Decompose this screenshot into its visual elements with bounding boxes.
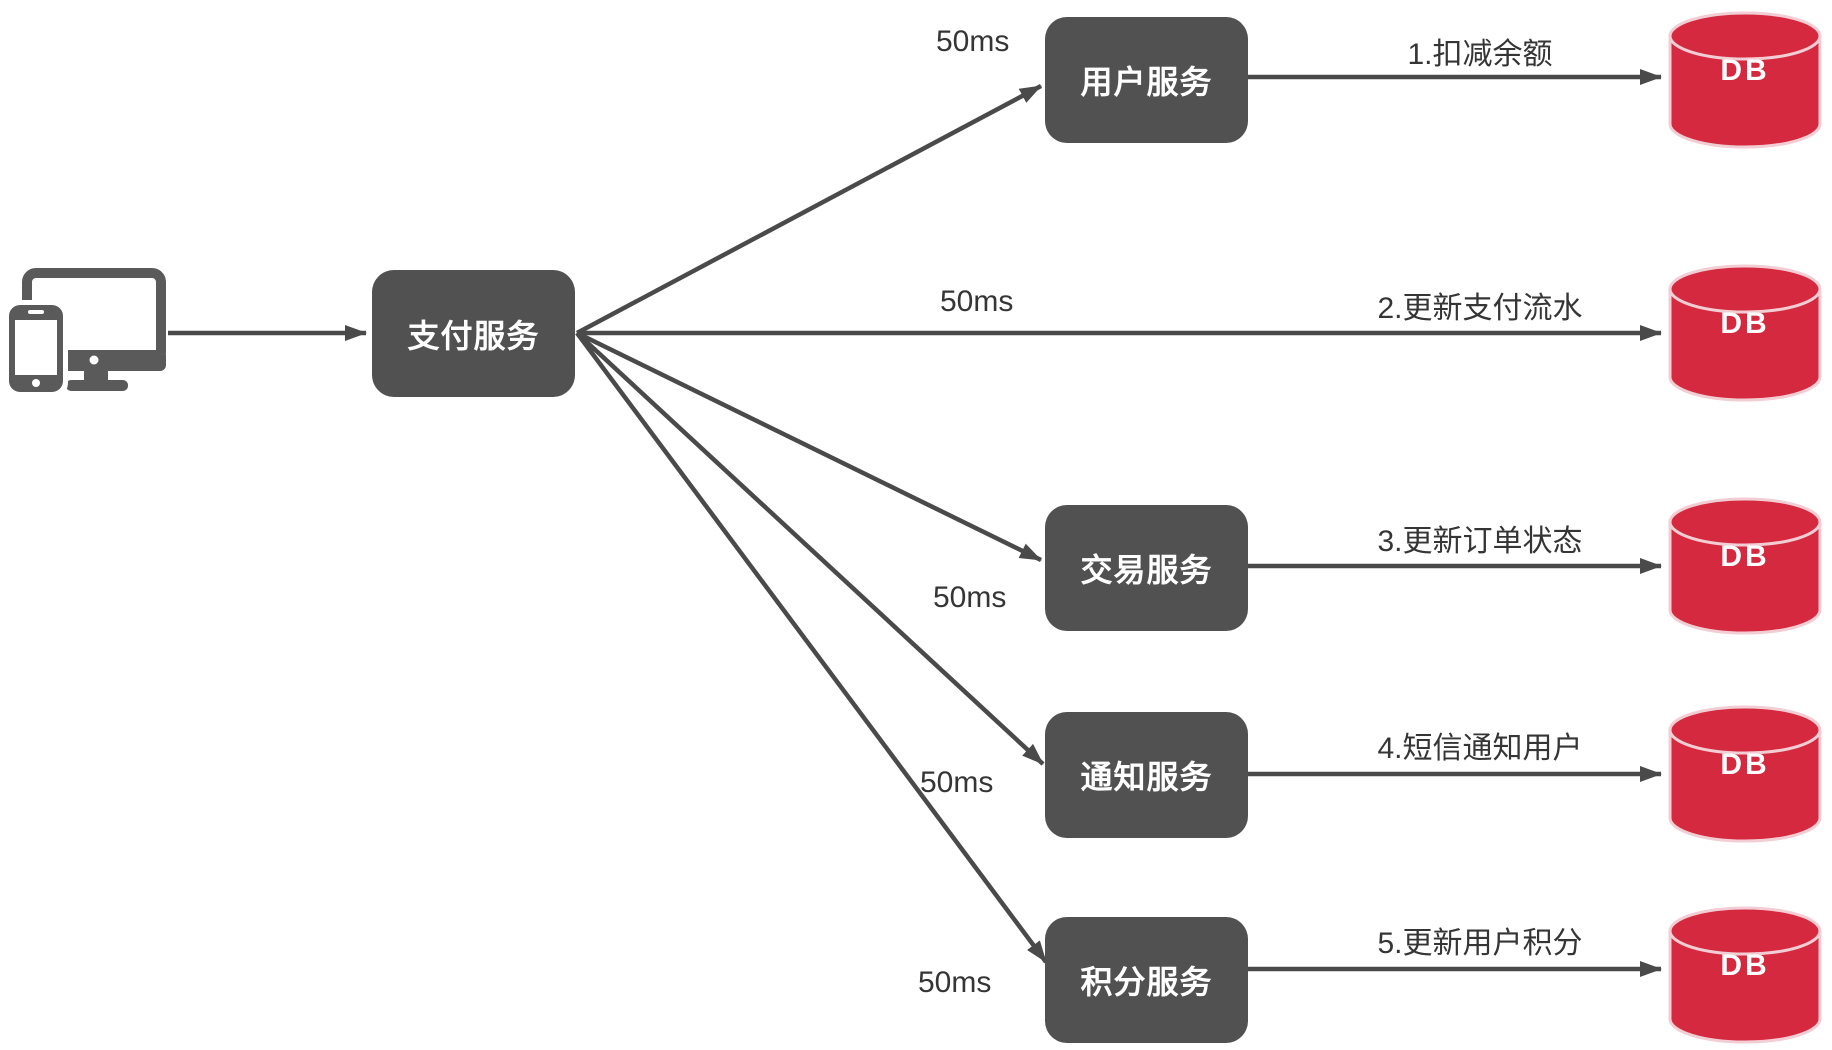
database-icon <box>1668 705 1822 843</box>
arrow-payment-to-points-service <box>575 331 1048 964</box>
db-node-4: DB <box>1667 704 1823 844</box>
user-service-label: 用户服务 <box>1080 64 1213 100</box>
db-label: DB <box>1720 307 1770 340</box>
db-node-2: DB <box>1667 263 1823 403</box>
points-service-node: 积分服务 <box>1045 917 1248 1043</box>
arrow-payment-to-user-service <box>575 84 1043 335</box>
database-icon <box>1668 906 1822 1044</box>
db-label: DB <box>1720 54 1770 87</box>
trade-service-node: 交易服务 <box>1045 505 1248 631</box>
notify-service-label: 通知服务 <box>1080 759 1213 795</box>
database-icon <box>1668 497 1822 635</box>
db-label: DB <box>1720 540 1770 573</box>
step-label-2: 2.更新支付流水 <box>1377 292 1583 325</box>
arrow-payment-to-notify-service <box>575 331 1045 766</box>
step-label-3: 3.更新订单状态 <box>1377 525 1583 558</box>
devices-icon <box>4 268 166 397</box>
latency-label-1: 50ms <box>936 25 1010 58</box>
db-node-1: DB <box>1667 10 1823 150</box>
latency-label-2: 50ms <box>940 285 1014 318</box>
notify-service-node: 通知服务 <box>1045 712 1248 838</box>
payment-service-label: 支付服务 <box>407 317 540 354</box>
latency-label-5: 50ms <box>918 966 992 999</box>
database-icon <box>1668 11 1822 149</box>
user-service-node: 用户服务 <box>1045 17 1248 143</box>
db-node-3: DB <box>1667 496 1823 636</box>
arrow-payment-to-trade-service <box>576 330 1042 563</box>
step-label-5: 5.更新用户积分 <box>1377 927 1583 960</box>
step-label-1: 1.扣减余额 <box>1407 38 1553 71</box>
client-node <box>4 266 176 398</box>
step-label-4: 4.短信通知用户 <box>1377 732 1583 765</box>
points-service-label: 积分服务 <box>1080 964 1213 1000</box>
database-icon <box>1668 264 1822 402</box>
latency-label-3: 50ms <box>933 581 1007 614</box>
trade-service-label: 交易服务 <box>1080 552 1213 588</box>
payment-service-node: 支付服务 <box>372 270 575 397</box>
db-node-5: DB <box>1667 905 1823 1045</box>
latency-label-4: 50ms <box>920 766 994 799</box>
db-label: DB <box>1720 748 1770 781</box>
db-label: DB <box>1720 949 1770 982</box>
